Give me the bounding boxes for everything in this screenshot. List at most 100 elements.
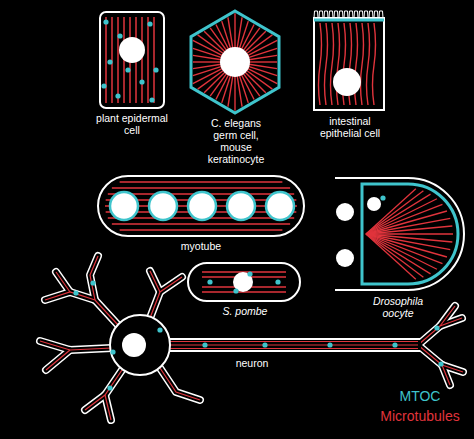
oocyte-cell [335,178,464,290]
microtubule [153,17,155,103]
mtoc-dot [380,195,385,200]
microtubule [234,13,235,48]
neurite-fill [105,395,111,420]
microtubule [331,23,334,105]
mtoc-dot [107,385,112,390]
cell-outline [188,263,300,301]
mtoc-dot [147,21,152,26]
nucleus [110,192,138,220]
mtoc-dot [125,67,130,72]
hexagon-cell [191,11,279,113]
microtubule [366,226,452,234]
cortical-mtoc-outline [191,11,279,113]
microtubule [366,234,437,269]
microtubule [45,292,118,325]
mtoc-dot [149,97,154,102]
axon-outline [165,338,420,352]
nucleus [266,192,294,220]
microtubule [120,229,283,230]
mtoc-dot [202,342,207,347]
neurite-outline [150,271,160,292]
neurite-outline [40,341,112,350]
mtoc-dot [139,79,144,84]
neurite-fill [40,341,112,350]
mtoc-dot [107,59,112,64]
neurite-fill [56,272,70,292]
legend-swatch: Microtubules [372,406,468,426]
nucleus [188,192,216,220]
legend-label: MTOC [400,388,441,404]
mtoc-dot [153,67,158,72]
microtubule [228,17,233,48]
pombe-cell [188,263,300,301]
microtubule [112,187,290,188]
mtoc-dot [233,288,238,293]
mtoc-dot [275,279,280,284]
myotube-cell [98,176,304,236]
microtubule [366,191,423,234]
neurite-outline [45,292,118,325]
cortical-mtoc-outline [362,184,458,284]
cell-label: plant epidermal cell [92,112,172,136]
microtubule [319,23,322,105]
microtubule [105,17,107,103]
mtoc-dot [90,280,95,285]
microtubule [150,277,182,318]
microtubule [120,181,283,182]
soma-outline [110,315,170,375]
microtubule [141,17,143,103]
mtoc-dot [438,361,443,366]
microtubule [160,368,200,400]
legend: MTOC Microtubules [372,386,468,426]
microtubule [56,272,70,292]
cell-label: S. pombe [205,305,285,317]
microtubule [366,234,423,277]
mtoc-dot [157,327,162,332]
nurse-cell-nucleus [336,203,354,221]
microtubule [150,271,160,292]
microtubule [249,55,277,59]
mtoc-dot [262,342,267,347]
microtubule [85,370,122,410]
nucleus [367,197,381,211]
mtoc-dot [110,349,115,354]
microtubule [366,234,442,264]
apical-mtoc [314,19,384,22]
microtubule [112,223,290,224]
cell-outline [314,18,384,110]
mtoc-dot [392,342,397,347]
nucleus [227,192,255,220]
nucleus [122,333,146,357]
nucleus [149,192,177,220]
cell-label: C. elegans germ cell, mouse keratinocyte [201,117,271,165]
nucleus [333,68,361,96]
nucleus [220,47,250,77]
microtubule [442,365,450,385]
microtubule [193,61,221,62]
microtubule [234,76,235,111]
cell-label: myotube [161,240,241,252]
neurite-outline [105,395,111,420]
mtoc-dot [247,271,252,276]
cell-outline [100,12,164,108]
mtoc-dot [434,325,439,330]
mtoc-dot [327,342,332,347]
legend-label: Microtubules [380,408,459,424]
microtubule [418,318,462,345]
microtubule [40,341,112,350]
neurite-fill [150,271,160,292]
microtubule [168,348,418,349]
legend-swatch: MTOC [372,386,468,406]
microtubule [361,23,364,105]
egg-chamber-outline [335,178,464,290]
microtubule [237,76,242,107]
mtoc-dot [103,19,108,24]
microtubule [366,234,416,279]
microtubule [147,17,149,103]
microtubule [366,234,431,274]
cell-label: Drosophila oocyte [363,295,433,319]
neurite-fill [45,292,118,325]
mtoc-dot [117,33,122,38]
microtubule [418,345,463,372]
